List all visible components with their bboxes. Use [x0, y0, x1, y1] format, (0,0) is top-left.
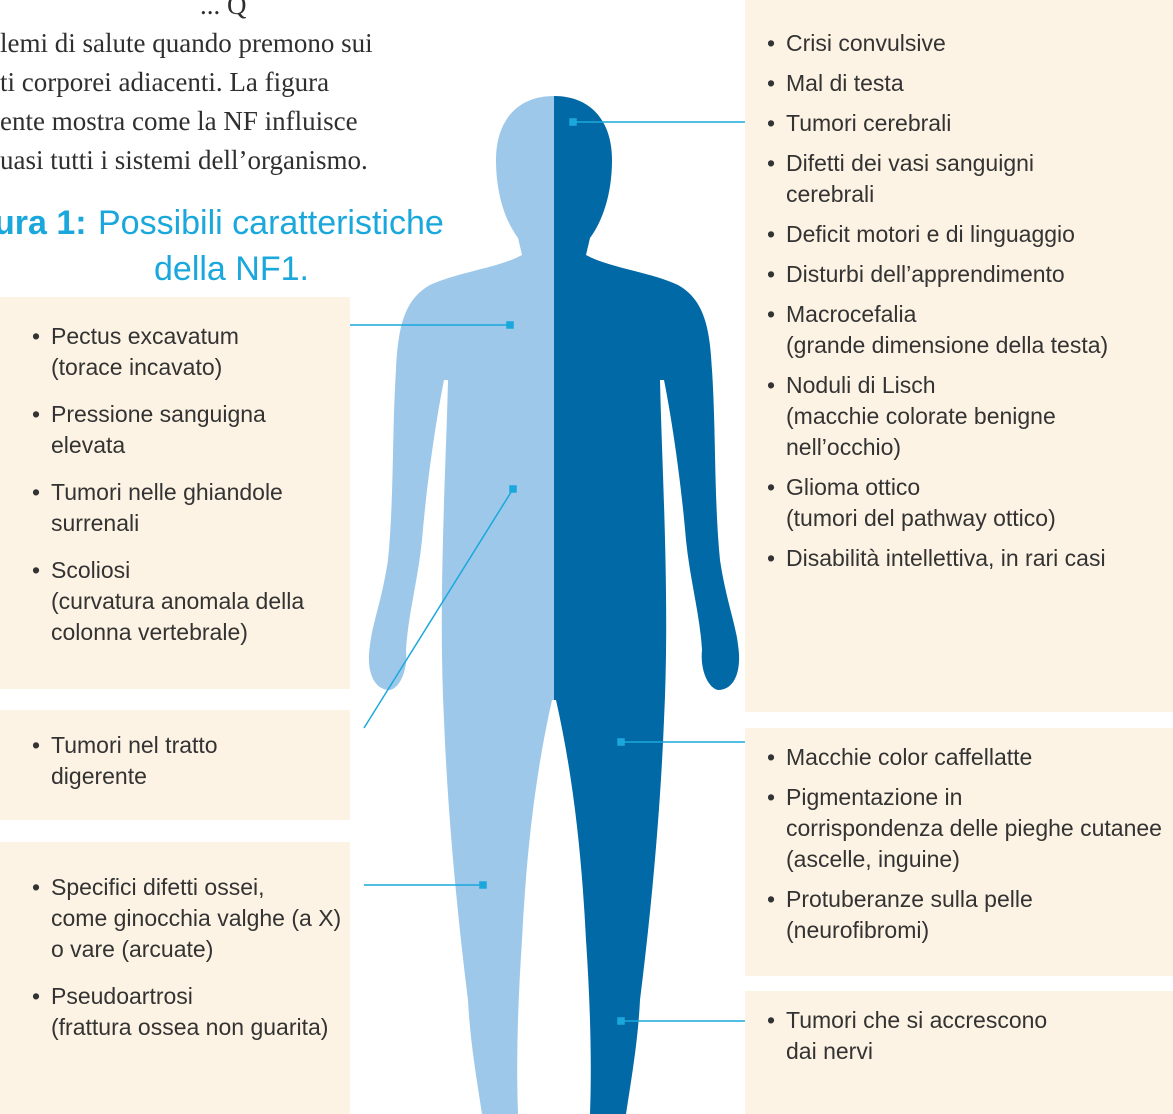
feature-detail: (frattura ossea non guarita): [51, 1012, 350, 1043]
feature-label: Tumori nel tratto: [51, 732, 218, 758]
feature-detail: (macchie colorate benigne nell’occhio): [786, 401, 1173, 463]
feature-item: Specifici difetti ossei, come ginocchia v…: [30, 872, 350, 965]
feature-item: Tumori nel tratto digerente: [30, 730, 350, 792]
body-left-half: [369, 96, 739, 1114]
feature-label: Tumori nelle ghiandole: [51, 479, 283, 505]
connector-chest: [350, 322, 513, 328]
feature-item: Difetti dei vasi sanguigni cerebrali: [765, 148, 1173, 210]
feature-label: Pigmentazione in: [786, 784, 962, 810]
feature-label: Scoliosi: [51, 557, 130, 583]
feature-item: Tumori nelle ghiandole surrenali: [30, 477, 350, 539]
feature-label: Tumori che si accrescono: [786, 1007, 1047, 1033]
head-features-box: Crisi convulsiveMal di testaTumori cereb…: [745, 0, 1173, 712]
feature-label: Glioma ottico: [786, 474, 920, 500]
feature-item: Deficit motori e di linguaggio: [765, 219, 1173, 250]
feature-item: Macrocefalia (grande dimensione della tes…: [765, 299, 1173, 361]
feature-detail: come ginocchia valghe (a X) o vare (arcu…: [51, 903, 350, 965]
connector-head: [570, 119, 745, 125]
intro-line-2: lemi di salute quando premono sui: [0, 24, 373, 63]
chest-features-box: Pectus excavatum (torace incavato) Pressio…: [0, 297, 350, 689]
feature-item: Disabilità intellettiva, in rari casi: [765, 543, 1173, 574]
feature-detail: (grande dimensione della testa): [786, 330, 1173, 361]
bone-features-box: Specifici difetti ossei, come ginocchia v…: [0, 842, 350, 1114]
feature-label: Pressione sanguigna: [51, 401, 266, 427]
intro-line-5: uasi tutti i sistemi dell’organismo.: [0, 141, 368, 180]
feature-item: Pressione sanguigna elevata: [30, 399, 350, 461]
feature-detail: (tumori del pathway ottico): [786, 503, 1173, 534]
digestive-features-box: Tumori nel tratto digerente: [0, 710, 350, 820]
feature-label: Noduli di Lisch: [786, 372, 936, 398]
feature-label: Deficit motori e di linguaggio: [786, 221, 1075, 247]
feature-item: Noduli di Lisch (macchie colorate benigne…: [765, 370, 1173, 463]
feature-item: Pigmentazione in corrispondenza delle pie…: [765, 782, 1173, 875]
feature-label: Disabilità intellettiva, in rari casi: [786, 545, 1106, 571]
connector-digestive: [364, 486, 516, 728]
feature-item: Pectus excavatum (torace incavato): [30, 321, 350, 383]
feature-label: Protuberanze sulla pelle: [786, 886, 1033, 912]
feature-label: Difetti dei vasi sanguigni: [786, 150, 1034, 176]
feature-label: Macchie color caffellatte: [786, 744, 1032, 770]
intro-line-4: ente mostra come la NF influisce: [0, 102, 358, 141]
feature-label: Crisi convulsive: [786, 30, 946, 56]
feature-item: Tumori cerebrali: [765, 108, 1173, 139]
feature-label: Pectus excavatum: [51, 323, 239, 349]
feature-item: Tumori che si accrescono dai nervi: [765, 1005, 1173, 1067]
feature-item: Scoliosi (curvatura anomala della colonna…: [30, 555, 350, 648]
feature-detail: (curvatura anomala della colonna vertebr…: [51, 586, 350, 648]
intro-line-1: ... Q: [200, 0, 247, 25]
connector-skin: [618, 739, 745, 745]
feature-label: Mal di testa: [786, 70, 904, 96]
intro-line-3: ti corporei adiacenti. La figura: [0, 63, 329, 102]
feature-detail: cerebrali: [786, 179, 1173, 210]
nerve-features-box: Tumori che si accrescono dai nervi: [745, 991, 1173, 1114]
figure-title-line-2: della NF1.: [154, 246, 309, 292]
feature-label: Disturbi dell’apprendimento: [786, 261, 1065, 287]
feature-item: Macchie color caffellatte: [765, 742, 1173, 773]
skin-features-box: Macchie color caffellattePigmentazione i…: [745, 728, 1173, 976]
figure-label: ura 1:: [0, 200, 87, 246]
feature-item: Protuberanze sulla pelle (neurofibromi): [765, 884, 1173, 946]
feature-detail: elevata: [51, 430, 350, 461]
feature-detail: surrenali: [51, 508, 350, 539]
feature-label: Specifici difetti ossei,: [51, 874, 264, 900]
feature-label: Pseudoartrosi: [51, 983, 193, 1009]
body-right-half: [369, 96, 739, 1114]
feature-detail: corrispondenza delle pieghe cutanee (asc…: [786, 813, 1173, 875]
feature-item: Disturbi dell’apprendimento: [765, 259, 1173, 290]
feature-detail: digerente: [51, 761, 350, 792]
feature-item: Mal di testa: [765, 68, 1173, 99]
connector-nerves: [618, 1018, 745, 1024]
connector-bones: [364, 882, 486, 888]
feature-detail: (neurofibromi): [786, 915, 1173, 946]
feature-item: Crisi convulsive: [765, 28, 1173, 59]
feature-label: Tumori cerebrali: [786, 110, 951, 136]
feature-detail: (torace incavato): [51, 352, 350, 383]
feature-label: Macrocefalia: [786, 301, 916, 327]
figure-title-line-1: Possibili caratteristiche: [98, 200, 444, 246]
feature-item: Glioma ottico (tumori del pathway ottico): [765, 472, 1173, 534]
feature-item: Pseudoartrosi (frattura ossea non guarita…: [30, 981, 350, 1043]
feature-detail: dai nervi: [786, 1036, 1173, 1067]
